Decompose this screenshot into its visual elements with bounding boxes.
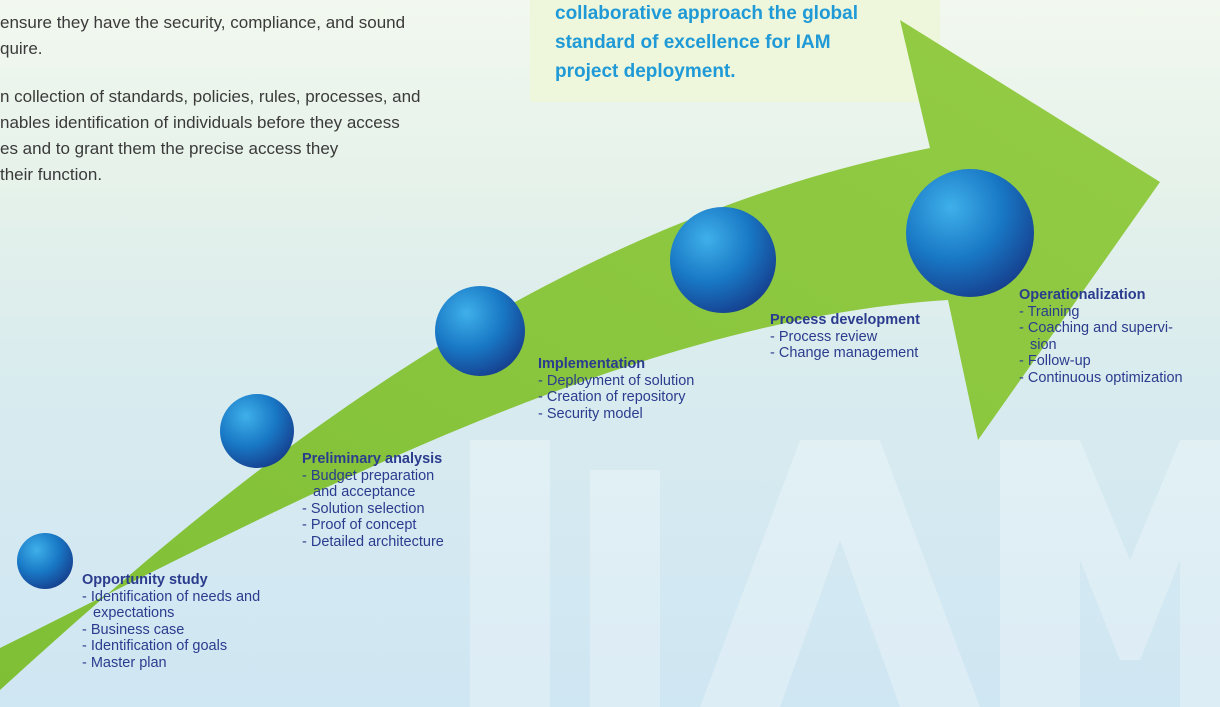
stage-opportunity-study: Opportunity study - Identification of ne… (82, 572, 260, 671)
stage-item: - Budget preparation (302, 467, 435, 484)
stage-title: Operationalization (1019, 287, 1146, 303)
intro-line: quire. (0, 39, 43, 58)
stage-item: - Identification of goals (82, 638, 228, 654)
stage-item: - Security model (538, 405, 643, 422)
stage-item: - Creation of repository (538, 389, 686, 405)
stage-item: - Process review (770, 328, 878, 345)
stage-item: - Identification of needs and (82, 588, 261, 605)
stage-circle-implementation (435, 286, 525, 376)
stage-item: - Coaching and supervi- (1019, 320, 1173, 336)
stage-item: - Detailed architecture (302, 533, 444, 550)
stage-item: - Proof of concept (302, 517, 417, 533)
stage-title: Implementation (538, 356, 646, 372)
stage-implementation: Implementation - Deployment of solution … (538, 356, 694, 422)
stage-circle-process (670, 207, 776, 313)
stage-item: - Continuous optimization (1019, 369, 1183, 386)
quote-line: collaborative approach the global (555, 3, 859, 24)
stage-preliminary-analysis: Preliminary analysis - Budget preparatio… (302, 451, 444, 550)
stage-title: Opportunity study (82, 572, 208, 588)
quote-box: collaborative approach the global standa… (530, 0, 940, 102)
arrow-shape (0, 20, 1160, 690)
stage-item: - Deployment of solution (538, 372, 695, 389)
stage-item: expectations (93, 605, 175, 621)
intro-line: ensure they have the security, complianc… (0, 13, 406, 32)
intro-line: nables identification of individuals bef… (0, 113, 400, 132)
stage-item: - Master plan (82, 654, 167, 671)
intro-line: their function. (0, 165, 103, 184)
intro-line: es and to grant them the precise access … (0, 139, 339, 158)
stage-process-development: Process development - Process review - C… (770, 312, 920, 362)
intro-line: n collection of standards, policies, rul… (0, 87, 421, 106)
stage-circle-preliminary (220, 394, 294, 468)
stage-title: Process development (770, 312, 920, 328)
stage-item: - Training (1019, 303, 1080, 320)
quote-line: project deployment. (555, 61, 736, 82)
stage-item: sion (1030, 336, 1057, 353)
stage-circle-opportunity (17, 533, 73, 589)
stage-item: - Business case (82, 621, 185, 638)
stage-operationalization: Operationalization - Training - Coaching… (1019, 287, 1183, 386)
stage-item: - Solution selection (302, 500, 425, 517)
stage-item: - Follow-up (1019, 353, 1091, 369)
stage-item: - Change management (770, 345, 919, 361)
stage-circle-operationalization (906, 169, 1034, 297)
stage-item: and acceptance (313, 484, 416, 500)
quote-line: standard of excellence for IAM (555, 32, 831, 53)
stage-title: Preliminary analysis (302, 451, 443, 467)
